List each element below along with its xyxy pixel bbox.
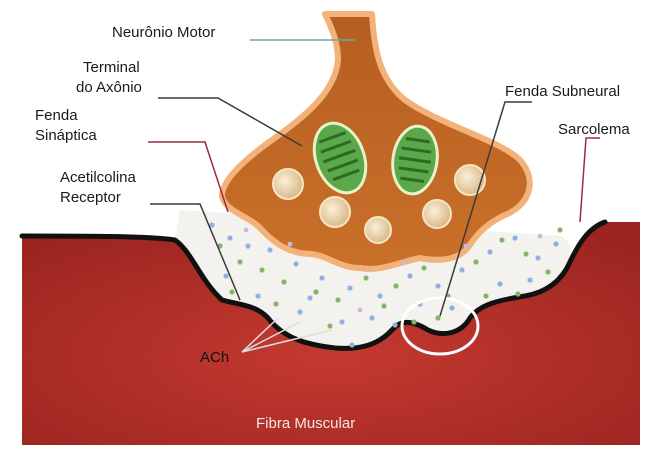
label-ach: ACh	[200, 349, 229, 366]
label-synaptic-cleft-line2: Sináptica	[35, 127, 97, 144]
label-axon-terminal-line1: Terminal	[83, 59, 140, 76]
label-receptor-line1: Acetilcolina	[60, 169, 137, 186]
label-receptor-line2: Receptor	[60, 189, 121, 206]
label-subneural-cleft: Fenda Subneural	[505, 83, 620, 100]
label-motor-neuron: Neurônio Motor	[112, 24, 215, 41]
label-synaptic-cleft-line1: Fenda	[35, 107, 78, 124]
leader-sarcolemma	[580, 138, 600, 222]
leader-synaptic-cleft	[148, 142, 228, 212]
label-axon-terminal-line2: do Axônio	[76, 79, 142, 96]
label-muscle-fiber: Fibra Muscular	[256, 415, 355, 432]
label-sarcolemma: Sarcolema	[558, 121, 630, 138]
